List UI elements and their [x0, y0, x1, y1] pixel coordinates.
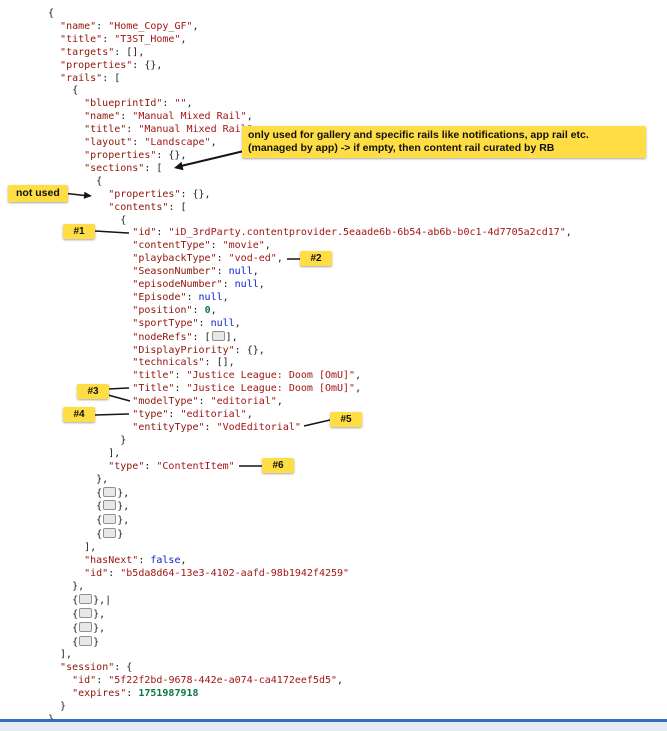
collapsed-fold-icon[interactable]	[79, 593, 93, 604]
json-document[interactable]: { "name": "Home_Copy_GF", "title": "T3ST…	[48, 8, 572, 725]
collapsed-fold-icon[interactable]	[103, 514, 117, 525]
annotation-note-sections: only used for gallery and specific rails…	[242, 126, 646, 158]
annotation-tag-5: #5	[330, 412, 362, 427]
collapsed-fold-icon[interactable]	[79, 621, 93, 632]
below-window-area	[0, 722, 667, 731]
bottom-divider	[0, 719, 667, 722]
annotation-tag-2: #2	[300, 251, 332, 266]
annotation-tag-4: #4	[63, 407, 95, 422]
collapsed-fold-icon[interactable]	[103, 528, 117, 539]
annotation-tag-3: #3	[77, 384, 109, 399]
collapsed-fold-icon[interactable]	[79, 635, 93, 646]
annotation-not-used: not used	[8, 185, 68, 202]
collapsed-fold-icon[interactable]	[79, 607, 93, 618]
collapsed-fold-icon[interactable]	[103, 486, 117, 497]
collapsed-fold-icon[interactable]	[211, 330, 225, 341]
collapsed-fold-icon[interactable]	[103, 500, 117, 511]
annotation-tag-1: #1	[63, 224, 95, 239]
annotation-tag-6: #6	[262, 458, 294, 473]
